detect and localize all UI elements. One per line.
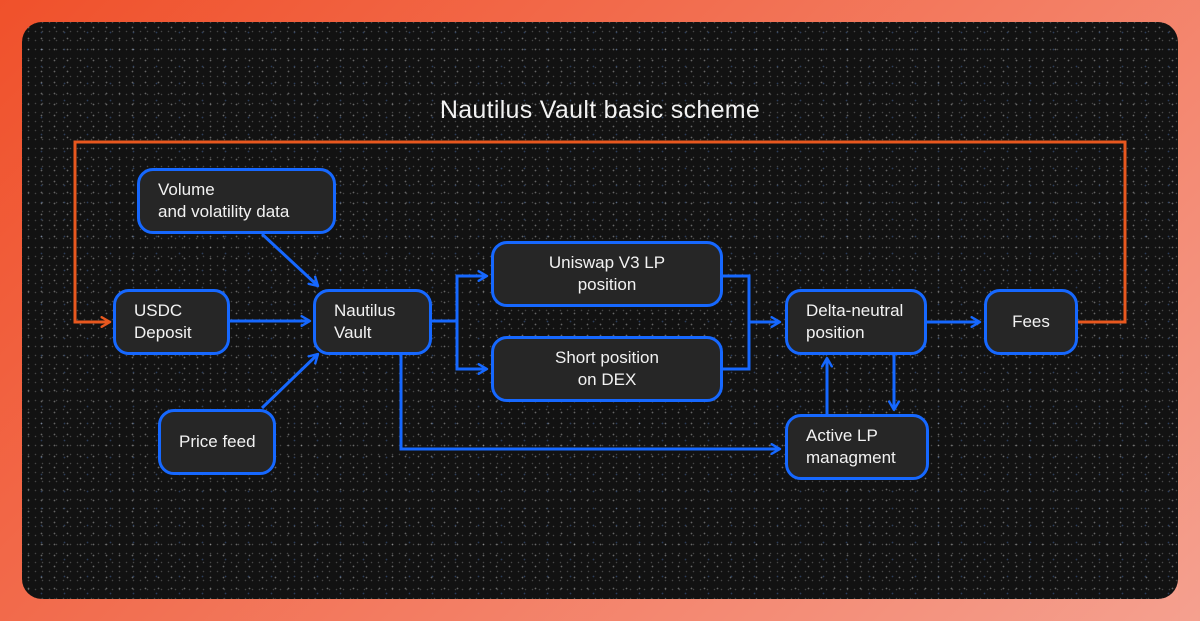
edge-volume-to-vault	[260, 232, 320, 288]
node-fees: Fees	[984, 289, 1078, 355]
node-delta-neutral-line2: position	[806, 323, 865, 342]
node-volume-data-line2: and volatility data	[158, 202, 290, 221]
node-usdc-deposit-line2: Deposit	[134, 323, 192, 342]
node-volume-data: Volume and volatility data	[137, 168, 336, 234]
node-price-feed-line1: Price feed	[179, 432, 256, 451]
node-active-lp-line2: managment	[806, 448, 896, 467]
edge-uniswap-to-delta	[723, 274, 782, 328]
node-price-feed: Price feed	[158, 409, 276, 475]
diagram-title: Nautilus Vault basic scheme	[439, 96, 761, 124]
node-active-lp: Active LP managment	[785, 414, 929, 480]
connector-layer	[73, 140, 1127, 455]
diagram-card: Nautilus Vault basic scheme	[22, 22, 1178, 599]
node-delta-neutral-line1: Delta-neutral	[806, 301, 904, 320]
node-nautilus-vault-line1: Nautilus	[334, 301, 396, 320]
node-active-lp-line1: Active LP	[806, 426, 878, 445]
edge-vault-to-active	[399, 354, 782, 455]
node-nautilus-vault: Nautilus Vault	[313, 289, 432, 355]
node-usdc-deposit: USDC Deposit	[113, 289, 230, 355]
node-volume-data-line1: Volume	[158, 180, 215, 199]
node-short-position-line1: Short position	[555, 348, 659, 367]
edge-short-to-delta	[723, 322, 751, 371]
edge-price-to-vault	[260, 352, 320, 410]
node-fees-line1: Fees	[1012, 312, 1050, 331]
node-uniswap-lp: Uniswap V3 LP position	[491, 241, 723, 307]
node-delta-neutral: Delta-neutral position	[785, 289, 927, 355]
node-short-position-line2: on DEX	[577, 370, 637, 389]
node-uniswap-lp-line1: Uniswap V3 LP	[548, 253, 666, 272]
node-short-position: Short position on DEX	[491, 336, 723, 402]
node-uniswap-lp-line2: position	[577, 275, 637, 294]
edge-fees-to-deposit	[73, 140, 1127, 328]
edge-vault-to-uniswap	[432, 270, 489, 323]
node-nautilus-vault-line2: Vault	[334, 323, 372, 342]
node-usdc-deposit-line1: USDC	[134, 301, 183, 320]
edge-vault-to-short	[455, 321, 489, 375]
